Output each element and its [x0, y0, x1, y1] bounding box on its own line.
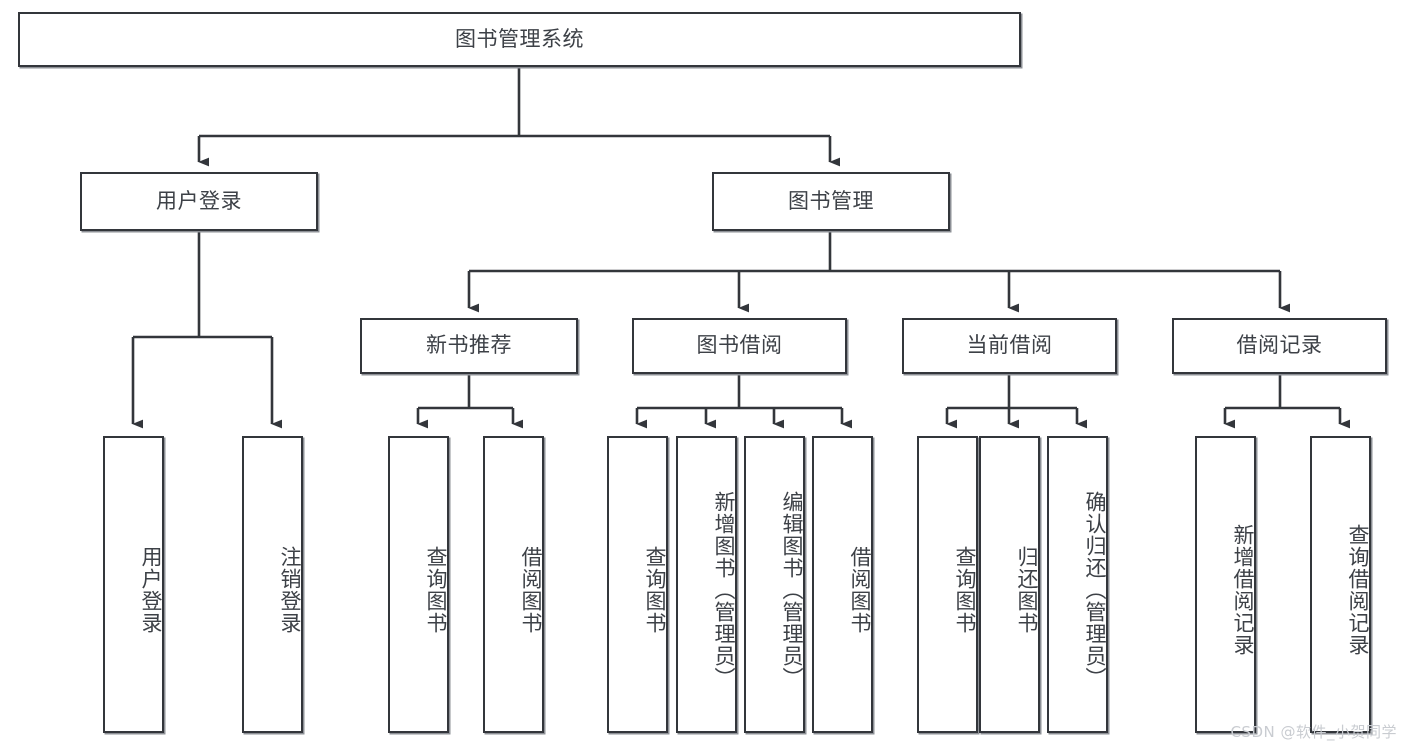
node-book-manage[interactable]: 图书管理	[712, 172, 950, 231]
node-leaf-logout-login[interactable]: 注销登录	[242, 436, 303, 733]
node-root[interactable]: 图书管理系统	[18, 12, 1021, 67]
node-leaf-query-book-1-label: 查询图书	[424, 545, 448, 634]
node-leaf-return-book-label: 归还图书	[1015, 545, 1039, 634]
node-leaf-query-book-1[interactable]: 查询图书	[388, 436, 449, 733]
node-root-label: 图书管理系统	[455, 26, 584, 51]
node-borrow-record-label: 借阅记录	[1236, 333, 1323, 358]
node-leaf-query-book-3[interactable]: 查询图书	[917, 436, 978, 733]
node-book-manage-label: 图书管理	[788, 188, 874, 213]
node-leaf-edit-book[interactable]: 编辑图书（管理员）	[744, 436, 805, 733]
node-user-login[interactable]: 用户登录	[80, 172, 318, 231]
node-leaf-query-record[interactable]: 查询借阅记录	[1310, 436, 1371, 733]
node-leaf-user-login[interactable]: 用户登录	[103, 436, 164, 733]
node-leaf-borrow-book-1-label: 借阅图书	[519, 545, 543, 634]
node-book-borrow[interactable]: 图书借阅	[632, 318, 847, 374]
node-leaf-query-book-2-label: 查询图书	[643, 545, 667, 634]
node-leaf-confirm-return[interactable]: 确认归还（管理员）	[1047, 436, 1108, 733]
node-current-borrow-label: 当前借阅	[966, 333, 1053, 358]
node-book-borrow-label: 图书借阅	[696, 333, 783, 358]
node-user-login-label: 用户登录	[156, 188, 242, 213]
node-leaf-query-book-2[interactable]: 查询图书	[607, 436, 668, 733]
node-borrow-record[interactable]: 借阅记录	[1172, 318, 1387, 374]
node-leaf-query-record-label: 查询借阅记录	[1346, 523, 1370, 656]
node-leaf-return-book[interactable]: 归还图书	[979, 436, 1040, 733]
node-leaf-logout-login-label: 注销登录	[278, 545, 302, 634]
node-leaf-add-book[interactable]: 新增图书（管理员）	[676, 436, 737, 733]
node-leaf-add-record-label: 新增借阅记录	[1231, 523, 1255, 656]
node-leaf-borrow-book-2-label: 借阅图书	[848, 545, 872, 634]
node-new-book-recommend-label: 新书推荐	[426, 333, 512, 358]
node-leaf-add-book-label: 新增图书（管理员）	[712, 490, 736, 689]
node-leaf-add-record[interactable]: 新增借阅记录	[1195, 436, 1256, 733]
node-leaf-confirm-return-label: 确认归还（管理员）	[1083, 490, 1107, 689]
node-leaf-query-book-3-label: 查询图书	[953, 545, 977, 634]
csdn-watermark: CSDN @软件_小贺同学	[1230, 723, 1397, 741]
node-leaf-borrow-book-1[interactable]: 借阅图书	[483, 436, 544, 733]
node-leaf-edit-book-label: 编辑图书（管理员）	[780, 490, 804, 689]
node-current-borrow[interactable]: 当前借阅	[902, 318, 1117, 374]
node-leaf-user-login-label: 用户登录	[139, 545, 163, 634]
node-new-book-recommend[interactable]: 新书推荐	[360, 318, 578, 374]
node-leaf-borrow-book-2[interactable]: 借阅图书	[812, 436, 873, 733]
